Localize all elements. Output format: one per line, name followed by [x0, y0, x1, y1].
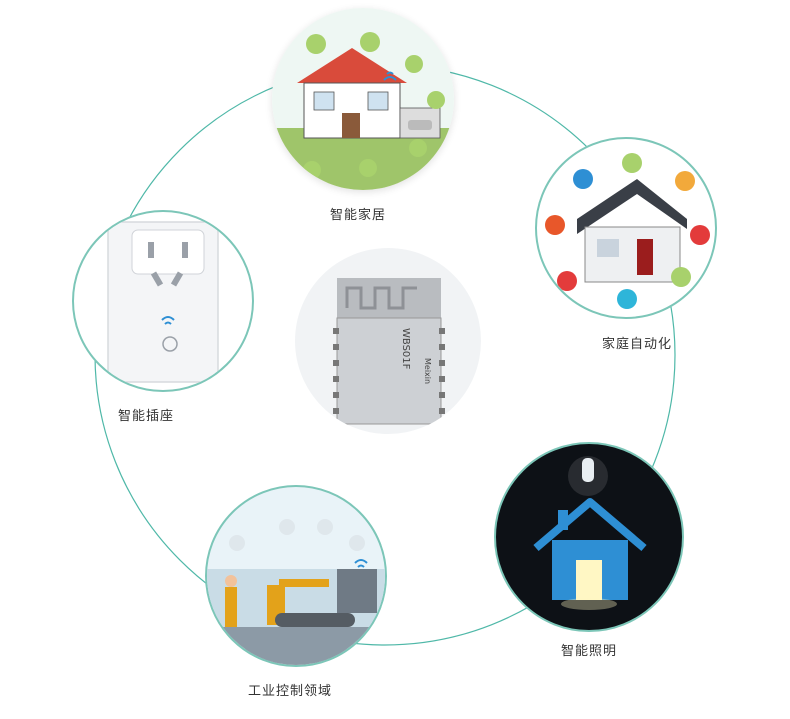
tv-icon [617, 289, 637, 309]
module-model-text: WBS01F [400, 328, 411, 370]
home-automation-illustration [545, 153, 710, 309]
stove-icon [359, 159, 377, 177]
home-automation-circle [535, 137, 717, 319]
cloud-icon [229, 535, 245, 551]
smart-lighting-illustration [533, 456, 647, 610]
smart-socket-illustration [107, 221, 219, 383]
module-illustration: WBS01F Meixin [333, 278, 445, 425]
industrial-control-label: 工业控制领域 [247, 684, 333, 699]
thermometer-icon [405, 55, 423, 73]
industrial-illustration [207, 519, 385, 665]
camera-icon [427, 91, 445, 109]
lock-icon [690, 225, 710, 245]
wifi-icon [161, 316, 175, 325]
camera-icon [573, 169, 593, 189]
wifi-icon [354, 559, 368, 568]
smart-socket-label: 智能插座 [117, 409, 175, 424]
smart-socket-circle [72, 210, 254, 392]
calendar-icon [622, 153, 642, 173]
bulb-icon [306, 34, 326, 54]
smart-lighting-circle [494, 442, 684, 632]
house-icon [533, 498, 647, 552]
oven-icon [557, 271, 577, 291]
module-circle: WBS01F Meixin [295, 248, 481, 434]
key-icon [409, 139, 427, 157]
bulb-icon [675, 171, 695, 191]
thermometer-icon [671, 267, 691, 287]
smart-home-circle [272, 8, 454, 190]
smart-home-illustration [272, 8, 454, 190]
module-maker-text: Meixin [423, 358, 432, 384]
tool-icon [317, 519, 333, 535]
wrench-icon [279, 519, 295, 535]
worker-icon [225, 587, 237, 627]
gauge-icon [349, 535, 365, 551]
wifi-icon [383, 71, 397, 81]
sensor-icon [545, 215, 565, 235]
industrial-control-circle [205, 485, 387, 667]
power-icon [162, 336, 178, 352]
home-automation-label: 家庭自动化 [601, 337, 673, 352]
door-icon [360, 32, 380, 52]
antenna-trace [345, 286, 417, 310]
smart-home-label: 智能家居 [329, 208, 387, 223]
smart-lighting-label: 智能照明 [560, 644, 618, 659]
bulb-icon [582, 458, 594, 482]
